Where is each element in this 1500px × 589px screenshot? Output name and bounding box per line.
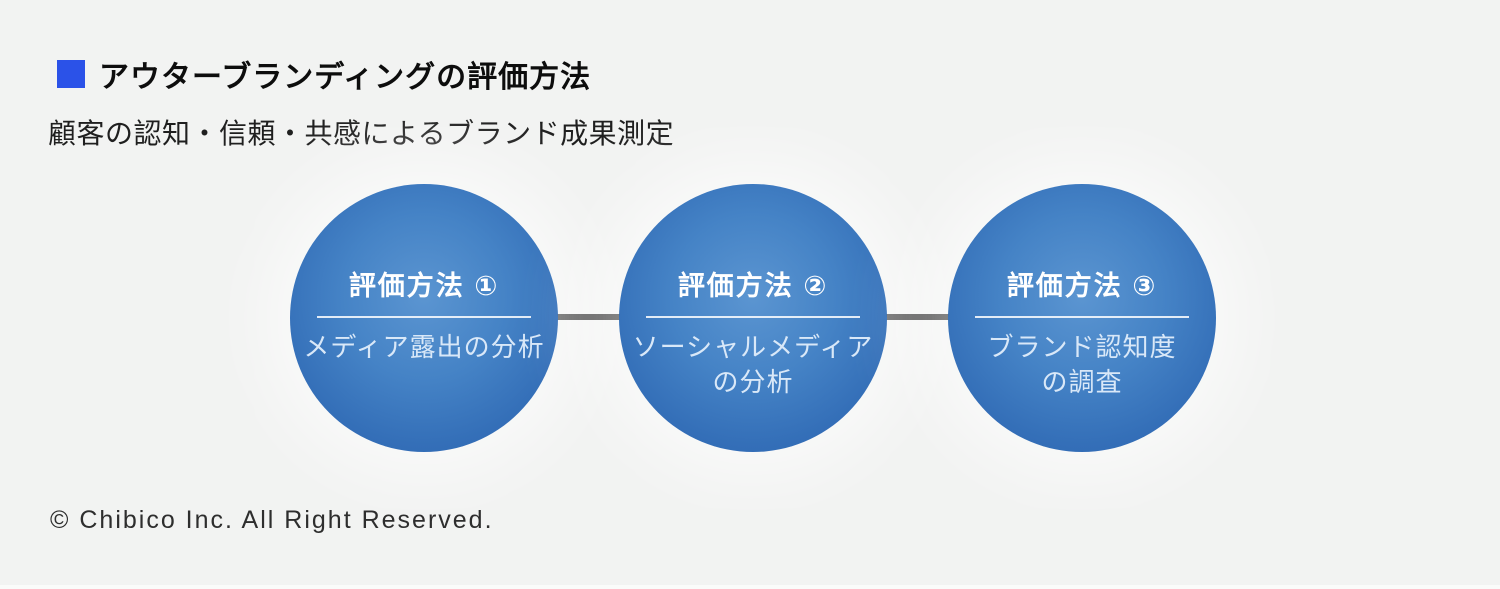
step-circle-3: 評価方法 ③ ブランド認知度 の調査 — [948, 184, 1216, 452]
step-2-divider — [646, 316, 860, 318]
step-2-title: 評価方法 ② — [677, 271, 829, 301]
step-2-label: ソーシャルメディア の分析 — [632, 332, 874, 398]
step-3-divider — [975, 316, 1189, 318]
step-1-label: メディア露出の分析 — [303, 332, 545, 362]
title-row: アウターブランディングの評価方法 — [57, 52, 674, 96]
page-title: アウターブランディングの評価方法 — [99, 61, 592, 94]
page-subtitle: 顧客の認知・信頼・共感によるブランド成果測定 — [48, 118, 675, 149]
step-circle-1: 評価方法 ① メディア露出の分析 — [290, 184, 558, 452]
title-bullet-square — [57, 60, 85, 88]
step-circle-2: 評価方法 ② ソーシャルメディア の分析 — [619, 184, 887, 452]
step-3-title: 評価方法 ③ — [1006, 271, 1158, 301]
step-3-label: ブランド認知度 の調査 — [987, 332, 1177, 398]
step-1-divider — [317, 316, 531, 318]
header: アウターブランディングの評価方法 顧客の認知・信頼・共感によるブランド成果測定 — [48, 52, 674, 152]
step-1-title: 評価方法 ① — [348, 271, 500, 301]
copyright-text: © Chibico Inc. All Right Reserved. — [50, 506, 494, 534]
